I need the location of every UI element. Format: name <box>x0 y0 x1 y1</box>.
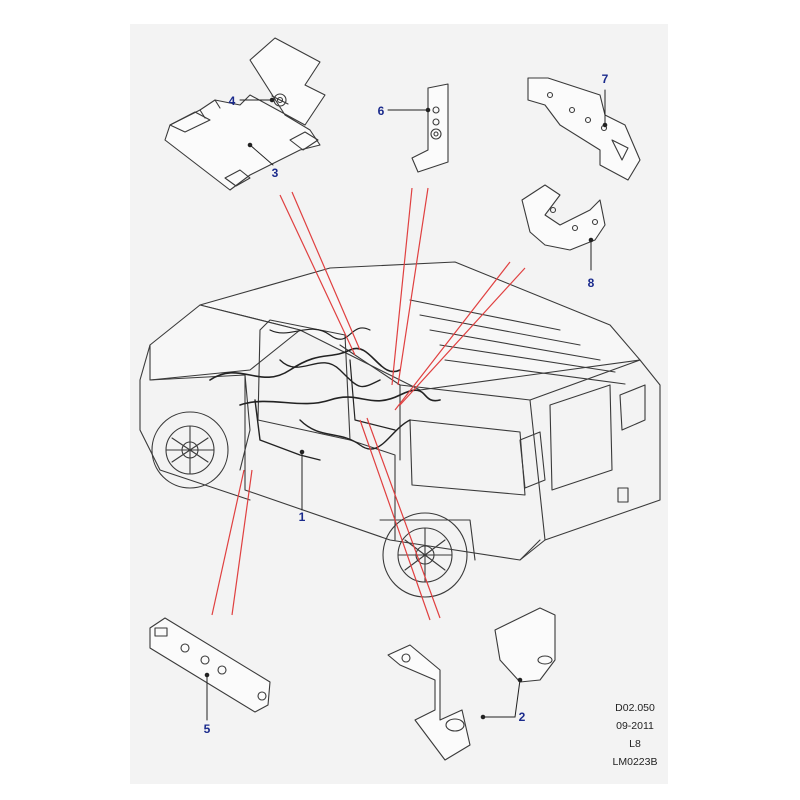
drawing-number: LM0223B <box>612 756 658 768</box>
callout-7: 7 <box>601 72 609 86</box>
callout-2: 2 <box>518 710 526 724</box>
diagram-model: L8 <box>629 738 641 750</box>
callout-6: 6 <box>377 104 385 118</box>
callout-4: 4 <box>228 94 236 108</box>
vehicle-body <box>139 261 661 598</box>
part-6-bracket <box>411 83 449 173</box>
part-3-bracket <box>164 37 326 191</box>
diagram-date: 09-2011 <box>616 720 654 732</box>
part-2-brackets <box>387 607 556 761</box>
diagram-ref: D02.050 <box>615 702 655 714</box>
callout-5: 5 <box>203 722 211 736</box>
callout-3: 3 <box>271 166 279 180</box>
part-5-plate <box>149 617 271 713</box>
red-guide-lines <box>211 187 526 621</box>
part-7-bracket <box>527 77 641 181</box>
callout-8: 8 <box>587 276 595 290</box>
callout-1: 1 <box>298 510 306 524</box>
part-8-bracket <box>521 184 606 251</box>
